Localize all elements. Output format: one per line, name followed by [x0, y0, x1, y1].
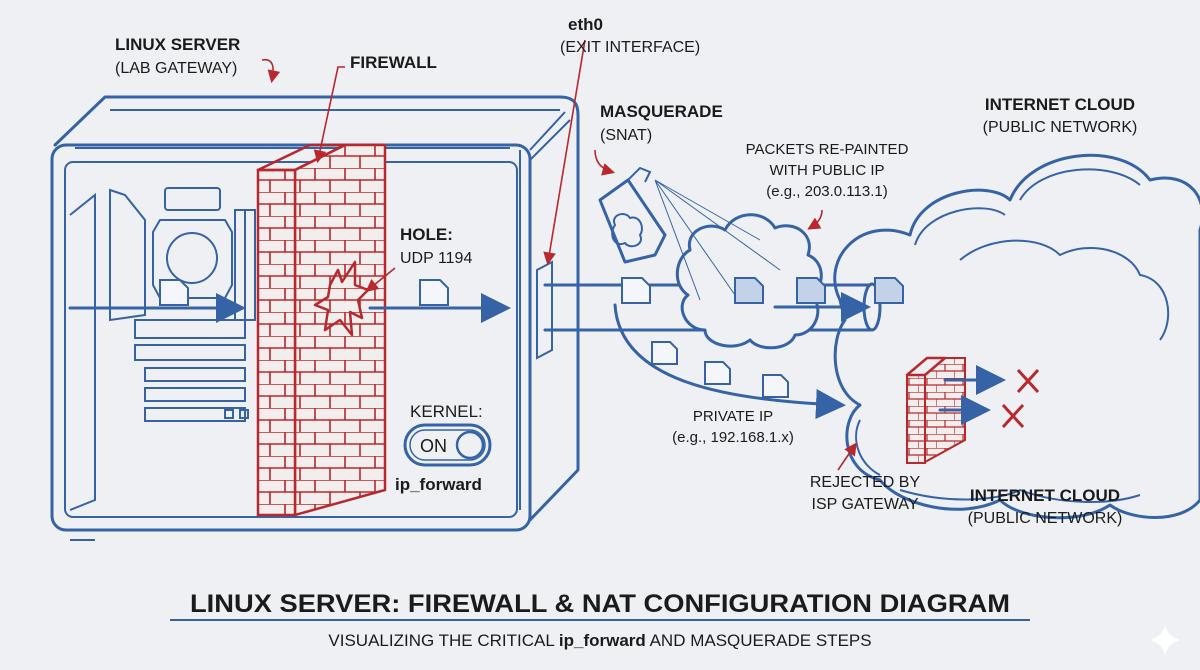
- private-ip-arrow: [613, 303, 846, 419]
- firewall-hole-icon: [313, 260, 370, 337]
- cloud-top-subtitle: (PUBLIC NETWORK): [983, 119, 1138, 136]
- rejected-line-1: REJECTED BY: [810, 474, 921, 491]
- toggle-knob: [455, 430, 485, 460]
- firewall-wall-icon: [256, 143, 387, 517]
- reject-x-icon: [1016, 368, 1040, 394]
- ip-forward-label: ip_forward: [395, 475, 482, 494]
- diagram-title: LINUX SERVER: FIREWALL & NAT CONFIGURATI…: [190, 590, 1010, 618]
- eth0-title: eth0: [568, 15, 603, 34]
- eth0-subtitle: (EXIT INTERFACE): [560, 39, 700, 56]
- spray-can-icon: [598, 166, 781, 301]
- reject-x-icon: [1001, 403, 1025, 429]
- repaint-line-1: PACKETS RE-PAINTED: [746, 141, 909, 158]
- private-ip-title: PRIVATE IP: [693, 408, 773, 425]
- masquerade-pointer: [594, 149, 616, 176]
- repainted-packet-icon: [874, 277, 904, 304]
- rejected-line-2: ISP GATEWAY: [812, 496, 919, 513]
- private-ip-example: (e.g., 192.168.1.x): [672, 429, 794, 446]
- toggle-state-label: ON: [420, 436, 447, 456]
- hole-pointer: [365, 267, 396, 293]
- server-pointer: [261, 58, 281, 84]
- sparkle-icon: [1150, 625, 1180, 655]
- packet-icon: [159, 279, 189, 306]
- repaint-line-2: WITH PUBLIC IP: [769, 162, 884, 179]
- rejected-pointer: [837, 442, 857, 471]
- server-subtitle: (LAB GATEWAY): [115, 60, 237, 77]
- masquerade-subtitle: (SNAT): [600, 127, 652, 144]
- cloud-top-title: INTERNET CLOUD: [985, 95, 1135, 114]
- masquerade-title: MASQUERADE: [600, 102, 723, 121]
- repainted-packet-icon: [796, 277, 826, 304]
- hole-title: HOLE:: [400, 225, 453, 244]
- packet-icon: [704, 361, 731, 385]
- repaint-pointer: [807, 209, 823, 230]
- packet-icon: [651, 341, 678, 365]
- firewall-label: FIREWALL: [350, 53, 437, 72]
- packet-icon: [419, 279, 449, 306]
- server-title: LINUX SERVER: [115, 35, 240, 54]
- cloud-bottom-subtitle: (PUBLIC NETWORK): [968, 510, 1123, 527]
- packet-icon: [762, 374, 789, 398]
- kernel-label: KERNEL:: [410, 402, 483, 421]
- eth0-pointer: [543, 39, 586, 266]
- repainted-packet-icon: [734, 277, 764, 304]
- cloud-bottom-title: INTERNET CLOUD: [970, 486, 1120, 505]
- hole-port: UDP 1194: [400, 250, 472, 267]
- repaint-line-3: (e.g., 203.0.113.1): [766, 183, 887, 200]
- ip-forward-toggle[interactable]: ON: [403, 423, 492, 467]
- packet-icon: [621, 277, 651, 304]
- diagram-subtitle: VISUALIZING THE CRITICAL ip_forward AND …: [328, 631, 871, 650]
- internet-cloud-icon: [833, 153, 1200, 520]
- firewall-pointer: [313, 66, 345, 164]
